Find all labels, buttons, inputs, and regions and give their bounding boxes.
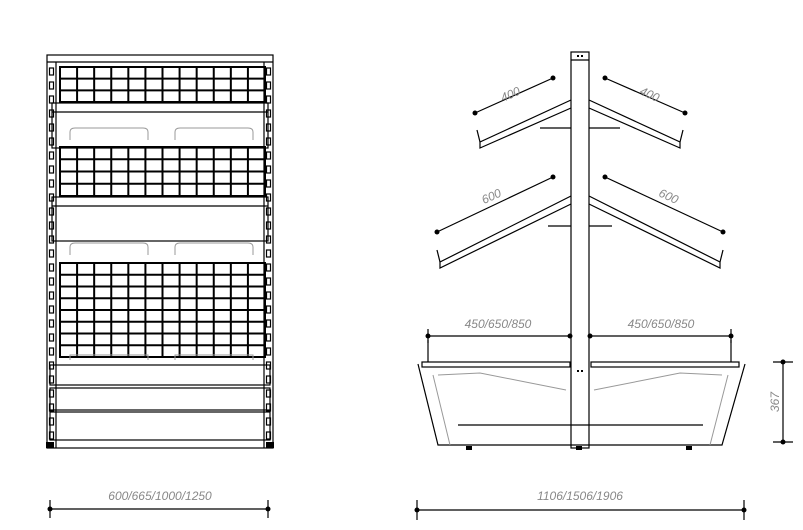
center-post bbox=[570, 51, 590, 449]
slot bbox=[265, 67, 272, 76]
dimension-point bbox=[682, 110, 688, 116]
dimension-point bbox=[567, 333, 573, 339]
dimension-point bbox=[602, 75, 608, 81]
slot bbox=[265, 319, 272, 328]
middle-left-depth-label: 600 bbox=[479, 186, 503, 207]
slot bbox=[265, 81, 272, 90]
total-width-label: 1106/1506/1906 bbox=[537, 489, 623, 503]
slot bbox=[265, 263, 272, 272]
dimension-line bbox=[436, 176, 554, 233]
base-height-label: 367 bbox=[768, 391, 782, 412]
slot bbox=[48, 277, 55, 286]
front-frame bbox=[46, 54, 274, 449]
slot bbox=[265, 305, 272, 314]
slot bbox=[48, 81, 55, 90]
front-width-dimension: 600/665/1000/1250 bbox=[47, 489, 271, 518]
slot bbox=[48, 333, 55, 342]
leveling-feet bbox=[46, 442, 274, 448]
shelf bbox=[588, 195, 721, 269]
slot bbox=[265, 277, 272, 286]
slot bbox=[265, 151, 272, 160]
slot bbox=[265, 347, 272, 356]
slot bbox=[48, 347, 55, 356]
slot bbox=[48, 263, 55, 272]
base-basket bbox=[417, 340, 746, 450]
slot bbox=[48, 165, 55, 174]
slot bbox=[265, 165, 272, 174]
base-right-depth-label: 450/650/850 bbox=[628, 317, 695, 331]
upper-left-depth-label: 400 bbox=[498, 84, 522, 105]
wire-baskets bbox=[59, 66, 266, 358]
base-left-depth-label: 450/650/850 bbox=[465, 317, 532, 331]
slot bbox=[48, 249, 55, 258]
dimension-point bbox=[587, 333, 593, 339]
slot bbox=[48, 151, 55, 160]
dimension-point bbox=[550, 75, 556, 81]
side-elevation-view: 400 400 600 600 450/650/850 450/650/850 … bbox=[414, 51, 793, 520]
slot bbox=[265, 95, 272, 104]
middle-right-depth-label: 600 bbox=[657, 186, 681, 207]
base-drawers bbox=[49, 364, 271, 441]
slot bbox=[265, 249, 272, 258]
slot bbox=[48, 67, 55, 76]
slot bbox=[48, 179, 55, 188]
front-elevation-view: 600/665/1000/1250 bbox=[46, 54, 274, 518]
slot bbox=[265, 333, 272, 342]
dimension-point bbox=[472, 110, 478, 116]
slot bbox=[48, 291, 55, 300]
upright-slots bbox=[48, 67, 272, 440]
slot bbox=[265, 179, 272, 188]
slot bbox=[265, 291, 272, 300]
side-dimensions: 400 400 600 600 450/650/850 450/650/850 … bbox=[465, 84, 782, 503]
dimension-point bbox=[434, 229, 440, 235]
dimension-line bbox=[604, 176, 724, 233]
dimension-point bbox=[720, 229, 726, 235]
dimension-line bbox=[474, 77, 554, 114]
slot bbox=[48, 305, 55, 314]
slanted-shelves bbox=[414, 75, 793, 520]
dimension-point bbox=[550, 174, 556, 180]
front-rail-panels bbox=[51, 102, 269, 242]
dimension-line bbox=[604, 77, 686, 114]
handle-rails bbox=[69, 127, 254, 360]
shelf bbox=[479, 99, 572, 149]
front-width-label: 600/665/1000/1250 bbox=[108, 489, 212, 503]
dimension-point bbox=[602, 174, 608, 180]
shelf bbox=[439, 195, 572, 269]
slot bbox=[48, 319, 55, 328]
shelf bbox=[588, 99, 681, 149]
slot bbox=[48, 95, 55, 104]
